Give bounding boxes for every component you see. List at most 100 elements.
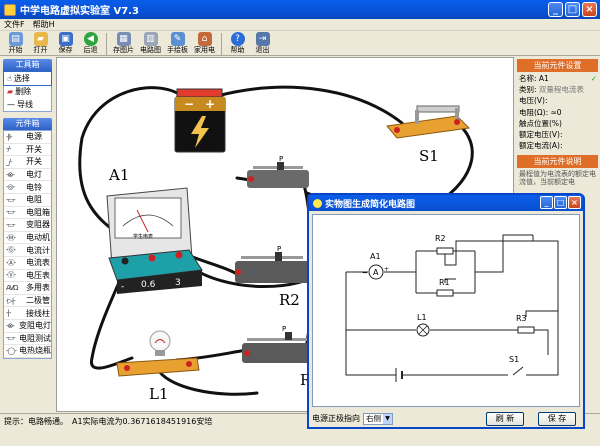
component-symbol-icon: -◎-	[6, 183, 15, 192]
save-button[interactable]: 保 存	[538, 411, 576, 426]
menu-help[interactable]: 帮助H	[32, 20, 55, 29]
component-item[interactable]: -▭-电阻	[4, 194, 51, 207]
window-title-bar: 中学电路虚拟实验室 V7.3 _ □ ×	[0, 0, 600, 19]
component-item[interactable]: -▭-电阻测试	[4, 333, 51, 346]
dialog-minimize-button[interactable]: _	[540, 196, 553, 209]
component-item[interactable]: -Ⓥ-电压表	[4, 270, 51, 283]
r1-symbol[interactable]	[436, 289, 454, 297]
prop-rated-voltage[interactable]: 额定电压(V):	[519, 129, 563, 139]
svg-text:+: +	[205, 97, 215, 111]
schematic-canvas: A A1 − + R2 R1 L1 R3 S1	[312, 214, 580, 407]
refresh-button[interactable]: 刷 新	[486, 411, 524, 426]
r1-label: R1	[439, 278, 450, 287]
save-disk-icon: ▣	[58, 32, 73, 46]
schematic-dialog: 实物图生成简化电路图 _ □ ×	[307, 193, 585, 429]
component-symbol-icon: -/-	[6, 145, 11, 154]
component-symbol-icon: -|-	[6, 309, 11, 318]
close-button[interactable]: ×	[582, 2, 597, 17]
component-item[interactable]: -◯-电热烧瓶	[4, 345, 51, 358]
toolbar-save-button[interactable]: ▣保存	[58, 32, 73, 54]
component-item[interactable]: -/-开关	[4, 144, 51, 157]
toolbar-separator	[221, 33, 222, 55]
toolbar-drawing-board-button[interactable]: ✎手绘板	[167, 32, 188, 54]
r2-symbol[interactable]	[436, 247, 454, 255]
component-symbol-icon: -|I-	[6, 132, 12, 141]
l1-label: L1	[149, 385, 169, 403]
app-icon	[4, 3, 16, 16]
toolbar-exit-button[interactable]: ⇥退出	[255, 32, 270, 54]
prop-contact[interactable]: 触点位置(%)	[519, 118, 562, 128]
menu-file[interactable]: 文件F	[4, 20, 25, 29]
toolbar-open-button[interactable]: ▰打开	[33, 32, 48, 54]
bulb-l1[interactable]: L1	[116, 330, 200, 403]
toolbox-select[interactable]: ☝选择	[3, 71, 52, 86]
slider-p-label: P	[277, 245, 281, 253]
exit-icon: ⇥	[255, 32, 270, 46]
component-item[interactable]: -Ⓖ-电流计	[4, 244, 51, 257]
battery[interactable]: − +	[174, 88, 226, 153]
toolbar-save-image-button[interactable]: ▦存图片	[113, 32, 134, 54]
component-item[interactable]: -⊗-电灯	[4, 169, 51, 182]
dialog-close-button[interactable]: ×	[568, 196, 581, 209]
bottom-strip	[0, 429, 600, 446]
back-arrow-icon: ◀	[83, 32, 98, 46]
toolbar-separator	[106, 33, 107, 55]
switch-s1[interactable]: S1	[386, 105, 471, 165]
ammeter-symbol[interactable]	[368, 264, 384, 280]
component-symbol-icon: -Ⓖ-	[6, 246, 16, 255]
svg-text:A: A	[373, 268, 379, 277]
description-title: 当前元件说明	[517, 155, 598, 169]
ammeter-label: A1	[108, 166, 129, 184]
r2-label: R2	[279, 291, 300, 309]
ammeter-terminal-neg: -	[121, 282, 124, 292]
ammeter-a1[interactable]: A1 学生电表 - 0.6 3	[106, 166, 203, 294]
component-item[interactable]: -Ⓜ-电动机	[4, 232, 51, 245]
hand-pointer-icon: ☝	[7, 74, 12, 83]
r3-symbol[interactable]	[517, 326, 535, 334]
component-item[interactable]: -▭-变阻器	[4, 219, 51, 232]
new-file-icon: ▤	[8, 32, 23, 46]
toolbar-household-button[interactable]: ⌂家用电	[194, 32, 215, 54]
component-symbol-icon: -▭-	[6, 220, 16, 229]
toolbar-new-button[interactable]: ▤开始	[8, 32, 23, 54]
prop-rated-current[interactable]: 额定电流(A):	[519, 141, 563, 151]
component-list: -|I-电源 -/-开关 _/-开关 -⊗-电灯 -◎-电铃 -▭-电阻 -▭-…	[3, 130, 52, 359]
component-item[interactable]: -|-接线柱	[4, 307, 51, 320]
component-item[interactable]: -▷|-二极管	[4, 295, 51, 308]
slider-p-label: P	[279, 155, 283, 163]
dialog-footer: 电源正极指向 右侧 ▼ 刷 新 保 存	[312, 411, 580, 426]
component-item[interactable]: -|I-电源	[4, 131, 51, 144]
pos-dir-select[interactable]: 右侧 ▼	[363, 412, 393, 425]
prop-name[interactable]: 名称: A1 ✓	[519, 74, 597, 83]
check-icon: ✓	[590, 74, 597, 83]
minimize-button[interactable]: _	[548, 2, 563, 17]
component-item[interactable]: -▭-电阻箱	[4, 207, 51, 220]
toolbox-delete[interactable]: ▰删除	[7, 87, 32, 96]
prop-resistance[interactable]: 电阻(Ω): ≈0	[519, 107, 562, 117]
drawing-board-icon: ✎	[170, 32, 185, 46]
dialog-maximize-button[interactable]: □	[554, 196, 567, 209]
toolbox-wire[interactable]: —导线	[7, 100, 33, 109]
component-item[interactable]: -⊗-变阻电灯	[4, 320, 51, 333]
chevron-down-icon: ▼	[383, 413, 392, 424]
component-item[interactable]: -◎-电铃	[4, 181, 51, 194]
s1-label: S1	[509, 355, 519, 364]
rheostat-top[interactable]: P	[247, 155, 309, 188]
toolbar-circuit-diagram-button[interactable]: ▥电路图	[140, 32, 161, 54]
toolbar: ▤开始 ▰打开 ▣保存 ◀后退 ▦存图片 ▥电路图 ✎手绘板 ⌂家用电 ?帮助 …	[0, 31, 600, 56]
maximize-button[interactable]: □	[565, 2, 580, 17]
rheostat-bottom[interactable]: P R	[242, 325, 312, 389]
left-panel: 工具箱 ☝选择 ▰删除 —导线 元件箱 -|I-电源 -/-开关 _/-开关 -…	[0, 57, 55, 412]
component-symbol-icon: -⊗-	[6, 170, 15, 179]
svg-text:+: +	[384, 266, 389, 273]
toolbar-help-button[interactable]: ?帮助	[230, 32, 245, 54]
rheostat-r2[interactable]: P R2	[235, 245, 310, 309]
prop-voltage[interactable]: 电压(V):	[519, 96, 548, 106]
picture-icon: ▦	[116, 32, 131, 46]
component-item[interactable]: _/-开关	[4, 156, 51, 169]
toolbar-back-button[interactable]: ◀后退	[83, 32, 98, 54]
component-symbol-icon: -▷|-	[6, 296, 16, 305]
component-item[interactable]: -Ⓐ-电流表	[4, 257, 51, 270]
component-symbol-icon: AVΩ	[6, 283, 18, 292]
